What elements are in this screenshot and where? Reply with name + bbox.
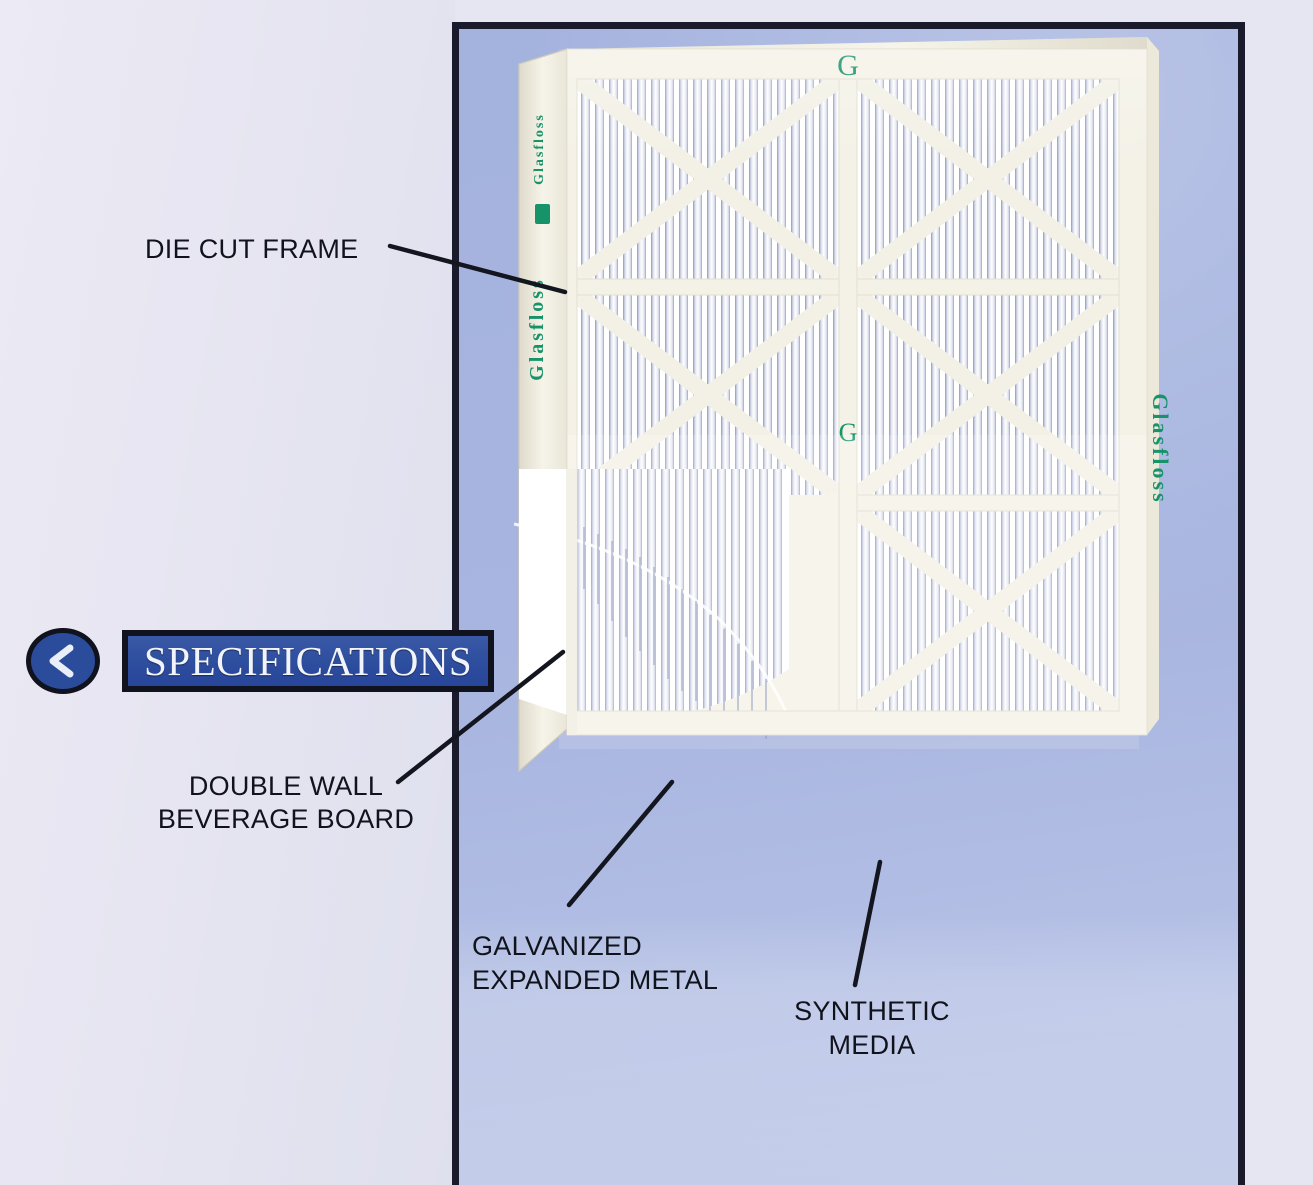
left-info-panel bbox=[0, 0, 455, 1185]
back-button[interactable] bbox=[26, 628, 100, 694]
chevron-left-icon bbox=[49, 644, 74, 678]
expanded-metal-strands bbox=[583, 527, 767, 739]
svg-text:G: G bbox=[839, 418, 858, 447]
svg-text:Glasfloss: Glasfloss bbox=[526, 277, 548, 381]
product-photo-panel: Glasfloss Glasfloss bbox=[452, 22, 1245, 1185]
callout-synthetic-media: SYNTHETIC MEDIA bbox=[794, 996, 950, 1060]
specifications-nav: SPECIFICATIONS bbox=[26, 628, 495, 694]
filter-reflection bbox=[567, 435, 1147, 735]
callout-die-cut-frame: DIE CUT FRAME bbox=[145, 234, 359, 264]
air-filter-illustration: Glasfloss Glasfloss bbox=[513, 37, 1173, 773]
callout-double-wall-beverage-board: DOUBLE WALL BEVERAGE BOARD bbox=[157, 771, 415, 834]
panel-right-border bbox=[1238, 22, 1245, 1185]
specifications-button[interactable]: SPECIFICATIONS bbox=[122, 630, 495, 692]
callout-galvanized-expanded-metal: GALVANIZED EXPANDED METAL bbox=[472, 931, 719, 995]
brand-text-right-edge: Glasfloss bbox=[1148, 393, 1173, 504]
photo-floor-reflection bbox=[459, 915, 1238, 1185]
specifications-button-label: SPECIFICATIONS bbox=[144, 638, 473, 684]
die-cut-frame-grid bbox=[566, 48, 1148, 736]
svg-text:Glasfloss: Glasfloss bbox=[1148, 393, 1173, 504]
brand-text-left-edge: Glasfloss Glasfloss bbox=[526, 113, 550, 381]
svg-text:Glasfloss: Glasfloss bbox=[532, 113, 547, 185]
